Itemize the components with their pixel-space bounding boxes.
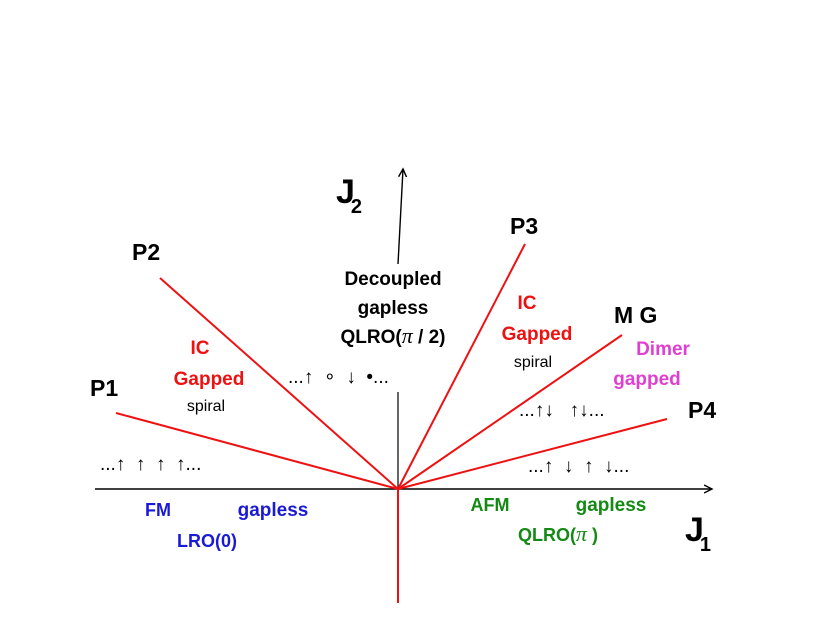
- spin-pattern-fm: ...↑ ↑ ↑ ↑...: [100, 454, 201, 475]
- j1-axis-label: J1: [685, 511, 711, 556]
- fm-order: LRO(0): [177, 531, 237, 551]
- boundary-mg: [397, 334, 623, 490]
- afm-order: QLRO(π ): [518, 521, 598, 546]
- decoupled-order: QLRO(π / 2): [341, 323, 446, 348]
- point-label-p1: P1: [90, 375, 118, 401]
- decoupled-title: Decoupled: [344, 269, 441, 290]
- fm-name: FM: [145, 500, 171, 520]
- decoupled-state: gapless: [358, 298, 429, 319]
- j2-axis: [397, 169, 403, 265]
- ic-left-order: spiral: [187, 398, 225, 415]
- point-label-p2: P2: [132, 239, 160, 265]
- point-label-p4: P4: [688, 397, 716, 423]
- fm-state: gapless: [238, 500, 309, 521]
- spin-pattern-afm: ...↑ ↓ ↑ ↓...: [528, 456, 629, 477]
- ic-right-state: Gapped: [502, 324, 573, 345]
- afm-state: gapless: [576, 495, 647, 516]
- phase-boundaries: [115, 243, 668, 603]
- j2-axis-label: J2: [336, 173, 362, 218]
- point-label-p3: P3: [510, 213, 538, 239]
- boundary-p2: [159, 277, 399, 490]
- spin-pattern-dimer: ...↑↓ ↑↓...: [519, 400, 605, 421]
- ic-right-order: spiral: [514, 354, 552, 371]
- ic-right-title: IC: [518, 293, 537, 314]
- boundary-p3: [397, 243, 526, 490]
- ic-left-state: Gapped: [174, 369, 245, 390]
- spin-pattern-decoupled: ...↑ ∘ ↓ •...: [288, 367, 389, 388]
- dimer-title: Dimer: [636, 339, 690, 360]
- ic-left-title: IC: [191, 338, 210, 359]
- dimer-state: gapped: [613, 369, 681, 390]
- afm-name: AFM: [471, 495, 510, 515]
- boundary-p1: [115, 412, 399, 490]
- point-label-mg: M G: [614, 302, 657, 328]
- boundary-p4: [397, 418, 668, 490]
